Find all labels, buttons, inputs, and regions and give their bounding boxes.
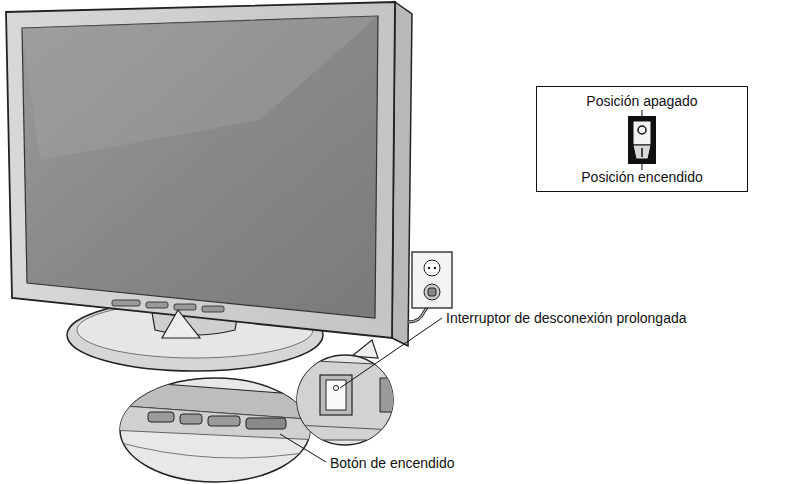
switch-label: Interruptor de desconexión prolongada	[444, 310, 689, 326]
position-text: Posición apagado	[537, 93, 747, 109]
switch-legend-box: Posición apagadoPosición encendido	[536, 86, 748, 192]
position-text: Posición encendido	[537, 169, 747, 185]
button-label: Botón de encendido	[328, 455, 457, 471]
